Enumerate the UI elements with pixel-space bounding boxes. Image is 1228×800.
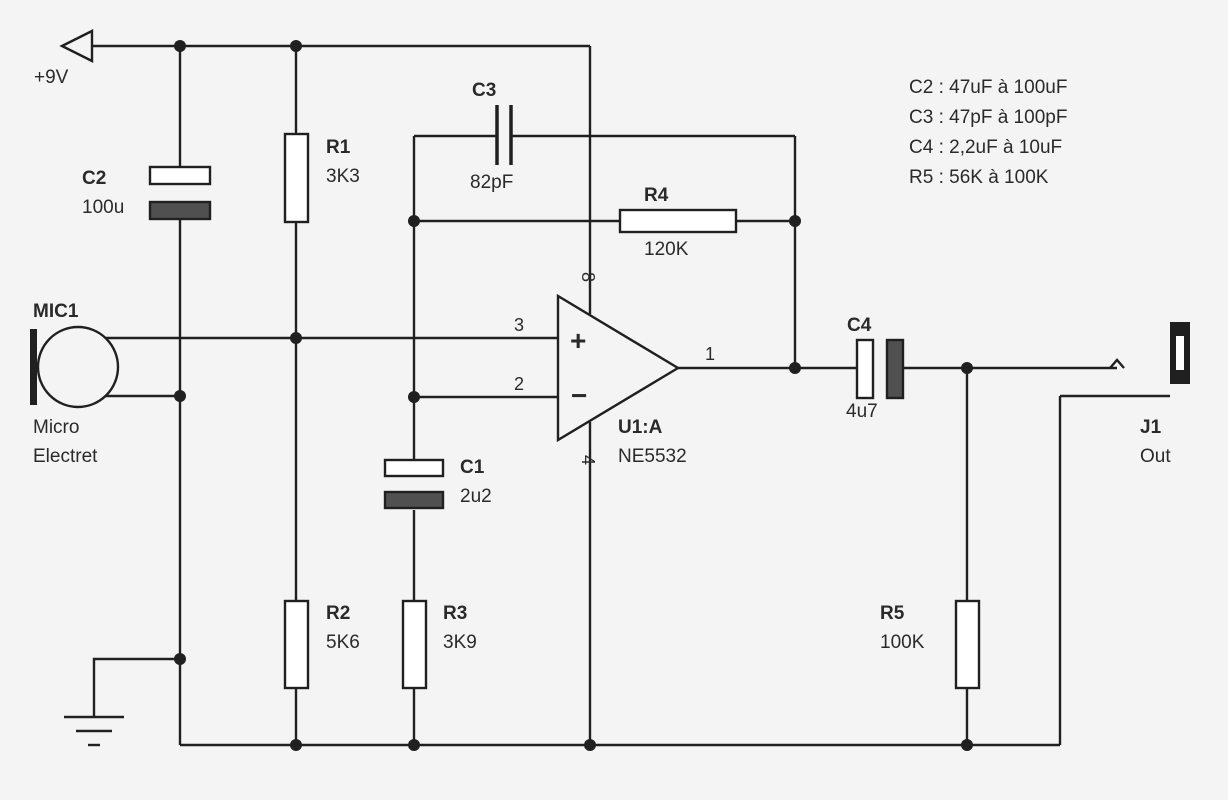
- ground-stub-wire: [92, 657, 180, 716]
- c1-value-label: 2u2: [460, 486, 492, 507]
- junction-dot: [584, 739, 596, 751]
- opamp-triangle-icon: [556, 293, 681, 443]
- opamp-pin-gnd: 4: [578, 455, 598, 465]
- junction-dot: [408, 391, 420, 403]
- capacitor-c3-icon: [495, 105, 513, 165]
- opamp-pin-plus: 3: [514, 315, 524, 335]
- resistor-r3-icon: [401, 599, 428, 690]
- r3-ref-label: R3: [443, 603, 467, 624]
- opamp-pin-vcc: 8: [578, 272, 598, 282]
- audio-jack-icon: [1109, 322, 1190, 384]
- capacitor-c2-icon: [148, 165, 212, 221]
- c2-ref-label: C2: [82, 168, 106, 189]
- c3-ref-label: C3: [472, 80, 496, 101]
- opamp-minus-sign: −: [571, 380, 587, 411]
- resistor-r1-icon: [283, 132, 310, 224]
- r5-value-label: 100K: [880, 632, 925, 653]
- junction-dot: [290, 739, 302, 751]
- r1-ref-label: R1: [326, 137, 351, 158]
- c2-value-label: 100u: [82, 197, 124, 218]
- c3-value-label: 82pF: [470, 172, 513, 193]
- j1-ref-label: J1: [1140, 417, 1162, 438]
- c4-value-label: 4u7: [846, 401, 878, 422]
- junction-dot: [961, 739, 973, 751]
- opamp-plus-sign: +: [570, 325, 586, 356]
- wires: [80, 44, 1170, 747]
- c4-ref-label: C4: [847, 315, 872, 336]
- opamp-part-label: NE5532: [618, 446, 687, 467]
- junction-dot: [789, 362, 801, 374]
- ground-icon: [64, 715, 124, 747]
- junction-dot: [789, 215, 801, 227]
- resistor-r4-icon: [618, 208, 738, 234]
- resistor-r2-icon: [283, 599, 310, 690]
- junction-dot: [174, 40, 186, 52]
- r5-ref-label: R5: [880, 603, 905, 624]
- r2-ref-label: R2: [326, 603, 350, 624]
- junction-dot: [290, 332, 302, 344]
- opamp-ref-label: U1:A: [618, 417, 663, 438]
- note-line: R5 : 56K à 100K: [909, 167, 1049, 188]
- note-line: C2 : 47uF à 100uF: [909, 77, 1067, 98]
- microphone-icon: [30, 325, 120, 409]
- junction-dot: [408, 739, 420, 751]
- r3-value-label: 3K9: [443, 632, 477, 653]
- mic-desc-line2: Electret: [33, 446, 98, 467]
- c1-ref-label: C1: [460, 457, 485, 478]
- r4-value-label: 120K: [644, 239, 689, 260]
- component-notes: C2 : 47uF à 100uF C3 : 47pF à 100pF C4 :…: [909, 77, 1067, 188]
- junction-dot: [290, 40, 302, 52]
- r1-value-label: 3K3: [326, 166, 360, 187]
- junction-dot: [174, 390, 186, 402]
- r4-ref-label: R4: [644, 185, 669, 206]
- junction-dot: [174, 653, 186, 665]
- vcc-arrow-icon: [59, 29, 94, 63]
- mic-ref-label: MIC1: [33, 301, 79, 322]
- junctions: [174, 40, 973, 751]
- mic-desc-line1: Micro: [33, 417, 79, 438]
- note-line: C3 : 47pF à 100pF: [909, 107, 1067, 128]
- capacitor-c1-icon: [383, 458, 445, 510]
- resistor-r5-icon: [954, 599, 981, 690]
- vcc-label: +9V: [34, 67, 69, 88]
- j1-value-label: Out: [1140, 446, 1171, 467]
- junction-dot: [961, 362, 973, 374]
- r2-value-label: 5K6: [326, 632, 360, 653]
- opamp-pin-minus: 2: [514, 374, 524, 394]
- capacitor-c4-icon: [855, 338, 905, 400]
- opamp-pin-out: 1: [705, 344, 715, 364]
- junction-dot: [408, 215, 420, 227]
- note-line: C4 : 2,2uF à 10uF: [909, 137, 1062, 158]
